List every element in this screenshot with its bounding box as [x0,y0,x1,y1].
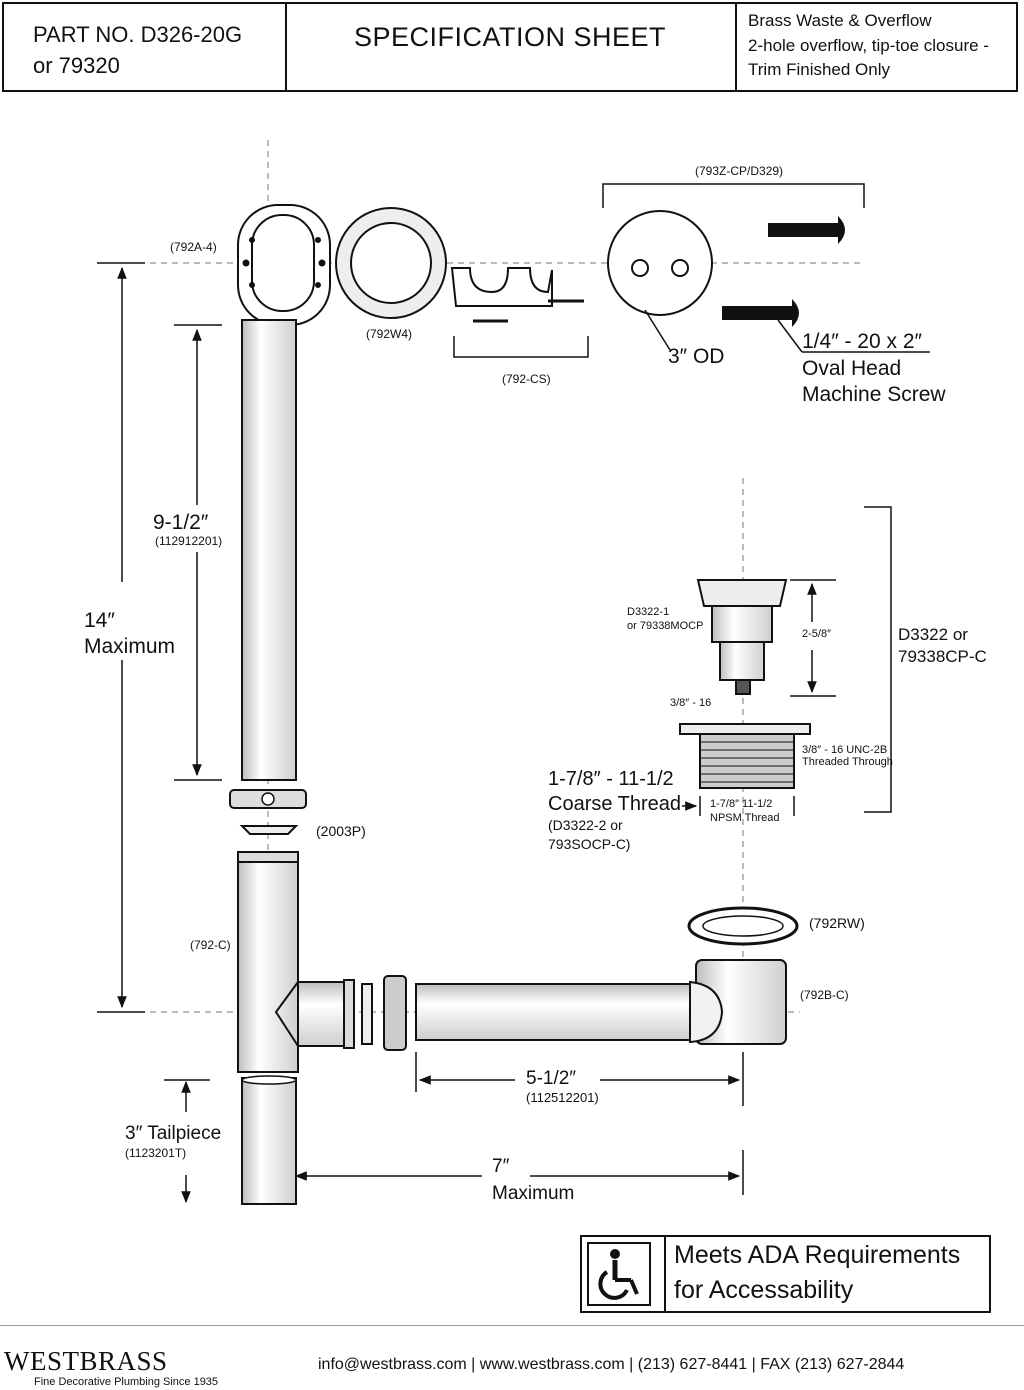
dim-overflow-len: 9-1/2″ [153,511,209,534]
label-stopper-thread: 3/8″ - 16 [670,697,712,709]
contact-info: info@westbrass.com | www.westbrass.com |… [318,1356,905,1373]
label-screw-type-2: Machine Screw [802,383,946,406]
label-overflow-plate: (793Z-CP/D329) [695,164,784,178]
header-box [2,2,1018,92]
label-washer: (792W4) [366,327,413,341]
wheelchair-icon [587,1242,651,1306]
tee-nut [383,975,407,1051]
dimension-lines [97,262,836,1204]
label-unc-2: Threaded Through [802,756,893,768]
ada-line-2: for Accessability [674,1276,854,1304]
header-divider [735,2,737,92]
label-npsm-2: NPSM Thread [710,812,780,824]
dim-max-width-1: 7″ [492,1156,510,1177]
label-elbow: (792A-4) [170,240,217,254]
product-desc-3: Trim Finished Only [748,60,891,79]
label-coarse-1: 1-7/8″ - 11-1/2 [548,768,674,790]
part-number-alt: or 79320 [33,53,120,78]
header-divider [285,2,287,92]
dim-tube-len: 5-1/2″ [526,1068,577,1089]
dim-max-height-1: 14″ [84,609,115,632]
label-tee: (792-C) [190,938,231,952]
label-od: 3″ OD [668,345,725,368]
brand-logo: WESTBRASS [4,1346,168,1376]
overflow-elbow [237,204,331,326]
label-rubber-washer: (792RW) [809,915,865,931]
label-screw-type-1: Oval Head [802,357,902,380]
dim-max-height-2: Maximum [84,635,176,658]
sheet-title: SPECIFICATION SHEET [354,22,667,52]
dim-tube-part: (112512201) [526,1090,599,1105]
dim-stopper-height: 2-5/8″ [802,628,831,640]
ada-callout: Meets ADA Requirements for Accessability [580,1235,991,1313]
tee-fitting [237,851,355,1073]
dim-tail-part: (1123201T) [125,1146,187,1160]
horizontal-tube [415,983,693,1041]
label-screw-size: 1/4″ - 20 x 2″ [802,330,922,353]
tailpiece [241,1077,297,1205]
overflow-tube [241,319,297,781]
label-coarse-2: Coarse Thread [548,793,682,815]
drain-shoe [689,959,787,1045]
oval-head-screws [722,216,845,327]
label-coarse-4: 793SOCP-C) [548,836,631,852]
product-desc-2: 2-hole overflow, tip-toe closure - [748,36,989,55]
brand-tagline: Fine Decorative Plumbing Since 1935 [34,1376,219,1388]
tee-washer [361,983,373,1045]
footer-rule [0,1325,1024,1326]
dim-overflow-part: (112912201) [155,534,223,548]
label-unc-1: 3/8″ - 16 UNC-2B [802,744,888,756]
label-stopper-2: or 79338MOCP [627,620,704,632]
label-stopper-1: D3322-1 [627,606,670,618]
product-desc-1: Brass Waste & Overflow [748,11,932,30]
clip-spacer [450,267,553,307]
label-clip: (792-CS) [502,372,551,386]
dim-tail-len: 3″ Tailpiece [125,1123,222,1144]
ada-divider [664,1237,666,1311]
stopper-assembly [679,579,811,789]
part-number: PART NO. D326-20G [33,22,243,47]
dim-max-width-2: Maximum [492,1183,575,1204]
label-assembly-2: 79338CP-C [898,647,987,666]
ada-line-1: Meets ADA Requirements [674,1241,961,1269]
label-assembly-1: D3322 or [898,625,968,644]
gasket-2003p [239,825,299,835]
label-coarse-3: (D3322-2 or [548,817,623,833]
label-gasket: (2003P) [316,823,366,839]
label-shoe: (792B-C) [800,988,849,1002]
brackets [453,183,930,813]
overflow-plate [607,210,713,316]
label-npsm-1: 1-7/8″ 11-1/2 [710,798,773,810]
